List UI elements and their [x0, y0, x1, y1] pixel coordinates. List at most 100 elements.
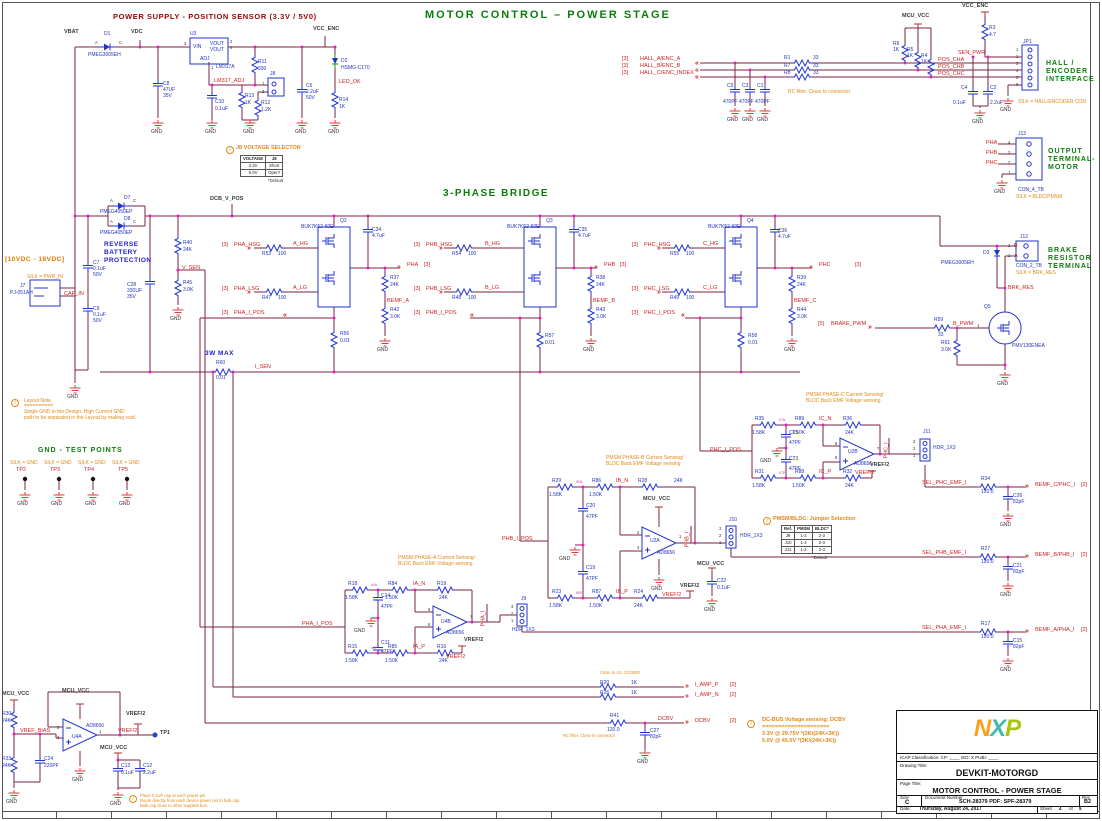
vref-bias-net: VREF_BIAS [20, 728, 51, 734]
c7-ref: C7 [93, 260, 100, 266]
out-title-3: MOTOR [1048, 164, 1079, 171]
r28-val: 24K [674, 478, 683, 484]
d7-ref: D7 [124, 195, 131, 201]
gnd-label-8: GND [583, 347, 595, 353]
r47-ref: R47 [262, 295, 272, 301]
doc-number: SCH-28379 PDF: SPF-28379 [959, 799, 1032, 805]
j10-val: HDR_1X3 [740, 533, 763, 539]
bemf-b-net: BEMF_B [593, 298, 616, 304]
wire-sense-b [547, 486, 1026, 599]
j9-p3: 3 [511, 604, 514, 609]
r16-val: 24K [439, 658, 448, 664]
r36-val: 24K [845, 430, 854, 436]
r31-val: 1.58K [752, 483, 766, 489]
phc-ipos-ref3: [3] [632, 310, 639, 316]
gnd-label-19: GND [727, 117, 739, 123]
gnd-label-0: GND [151, 129, 163, 135]
gnd-label-2: GND [243, 129, 255, 135]
dcbv-ref2: [2] [730, 718, 737, 724]
phb-lsg: PHB_LSG [426, 286, 452, 292]
r35-val: 1.58K [752, 430, 766, 436]
r29-ref: R29 [552, 478, 562, 484]
silk-brk: SILK = BRK_RES [1016, 270, 1056, 276]
gnd-label-14: GND [704, 607, 716, 613]
power-flags [9, 11, 990, 758]
c24-val: 220PF [44, 763, 59, 769]
d1-a: A [95, 40, 98, 45]
c12-val: 2.2uF [143, 770, 156, 776]
a-lg: A_LG [293, 285, 308, 291]
c8-ref: C8 [163, 81, 170, 87]
c26-ref: C26 [1013, 493, 1023, 499]
dcbus-3: 3.3V @ 29.75V *(3K/(24K+3K)) [762, 731, 840, 737]
j10-p1: 1 [719, 540, 722, 545]
q3-val: BUK7K52-60E [507, 224, 540, 230]
phc-ipos-ar: « [681, 312, 685, 319]
icn-net: ICN [779, 418, 786, 422]
rev-value: B2 [1084, 799, 1092, 805]
mcu-vcc-u4a3: MCU_VCC [100, 745, 128, 751]
hall-title-3: INTERFACE [1046, 76, 1095, 83]
con4-tb: CON_4_TB [1018, 187, 1044, 193]
u2a-p1: 1 [679, 534, 682, 539]
u1-note: Close to U1, GD3000 [600, 670, 640, 675]
iap-net: IAP [371, 646, 378, 650]
gnd-label-24: GND [994, 189, 1006, 195]
c21-val: 82pF [1013, 569, 1025, 575]
sc-title-1: PMSM PHASE-C Current Sensing/ [806, 392, 884, 398]
phc-lsg-ar: » [657, 289, 661, 296]
wire-sense-a [344, 589, 1026, 656]
diode-d8 [111, 222, 131, 230]
brk-title-2: RESISTOR [1048, 255, 1092, 262]
sa-title-1: PMSM PHASE-A Current Sensing/ [398, 555, 475, 561]
j12-p1: 1 [1008, 253, 1011, 258]
mosfet-q3-box [523, 226, 557, 308]
r38-ref: R38 [596, 275, 606, 281]
wire-output-brake [875, 143, 1016, 370]
u4a-p1: 1 [99, 729, 102, 734]
j12-p2: 2 [1008, 243, 1011, 248]
r19-val: 24K [439, 595, 448, 601]
gnd-label-5: GND [67, 394, 79, 400]
c9-v1: 0.1uF [93, 312, 106, 318]
j11-p1: 1 [913, 453, 916, 458]
c15-val: 82pF [1013, 644, 1025, 650]
sheet-of: of [1069, 806, 1073, 811]
wire-bridge [100, 216, 812, 628]
c13-ref: C13 [121, 763, 131, 769]
hall-a-ref3: [3] [622, 56, 629, 62]
j10-ref: J10 [729, 517, 738, 523]
tp1-ref: TP1 [160, 730, 171, 736]
j13-phb: PHB [986, 150, 998, 156]
tp5-ref: TP5 [118, 467, 129, 473]
r87-val: 1.50K [589, 603, 603, 609]
pha-ref3: [3] [424, 262, 431, 268]
u4a-ref: U4A [72, 734, 82, 740]
c36-ref: C36 [778, 228, 788, 234]
layout-note-4: path to be separated in the Layout by ma… [24, 415, 137, 421]
icp-net: ICP [779, 471, 786, 475]
r37-val: 24K [390, 282, 399, 288]
jp1-p3: 3 [1016, 61, 1019, 66]
j8-ref: J8 [270, 71, 276, 77]
r89-ref: R89 [795, 416, 805, 422]
r85-val: 1.50K [385, 658, 399, 664]
r15-ref: R15 [348, 644, 358, 650]
r54-ref: R54 [452, 251, 462, 257]
c22-val: 0.1uF [717, 585, 730, 591]
r30-ref: R30 [2, 711, 12, 717]
r19-ref: R19 [437, 581, 447, 587]
dcbus-4: 5.0V @ 45.0V *(3K/(24K+3K)) [762, 738, 836, 744]
gnd-label-26: GND [6, 799, 18, 805]
icap-row: ICAP Classification: CP: ____ ISO: X PUB… [900, 755, 999, 760]
c28-ref: C28 [127, 282, 137, 288]
r59-val: 33 [938, 332, 944, 338]
c34-ref: C34 [372, 227, 382, 233]
c19-ref: C19 [586, 565, 596, 571]
sheet-label: Sheet [1040, 806, 1052, 811]
test-point-tp1 [152, 732, 158, 738]
c5-ref: C5 [727, 83, 734, 89]
d3-val: PMEG3005EH [941, 260, 974, 266]
bemf-bphb: BEMF_B/PHB_I [1035, 552, 1075, 558]
components-layer [10, 21, 1043, 776]
